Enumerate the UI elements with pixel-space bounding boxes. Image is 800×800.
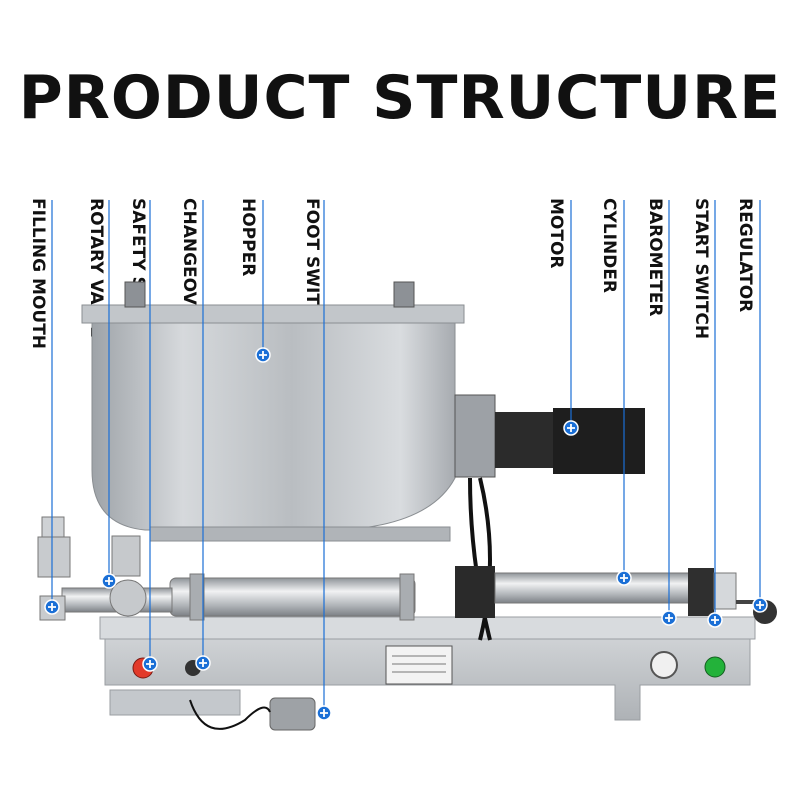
label-barometer: BAROMETER [645,198,665,317]
marker-barometer [661,610,677,626]
marker-regulator [752,597,768,613]
marker-motor [563,420,579,436]
piston-tube [169,573,416,621]
callout-markers [44,347,768,721]
marker-rotary-valve [101,573,117,589]
label-foot-switch: FOOT SWITCH [302,198,322,332]
label-motor: MOTOR [546,198,566,269]
label-hopper: HOPPER [238,198,258,277]
page-title: PRODUCT STRUCTURE [18,63,782,133]
label-filling-mouth: FILLING MOUTH [28,198,48,350]
marker-foot-switch [316,705,332,721]
base-cabinet [99,616,756,721]
barometer-gauge [650,651,678,679]
foot-pedal [269,697,316,731]
label-cylinder: CYLINDER [599,198,619,293]
marker-cylinder [616,570,632,586]
marker-start-switch [707,612,723,628]
label-regulator: REGULATOR [735,198,755,313]
marker-hopper [255,347,271,363]
filling-head [37,516,173,621]
marker-changeover-switch [195,655,211,671]
air-cylinder [455,566,777,624]
hopper-body [81,281,465,542]
start-button [704,656,726,678]
motor-assembly [454,394,645,641]
marker-safety-switch [142,656,158,672]
marker-filling-mouth [44,599,60,615]
nameplate [385,645,453,685]
label-rotary-valve: ROTARY VALVE [86,198,106,338]
label-start-switch: START SWITCH [691,198,711,340]
